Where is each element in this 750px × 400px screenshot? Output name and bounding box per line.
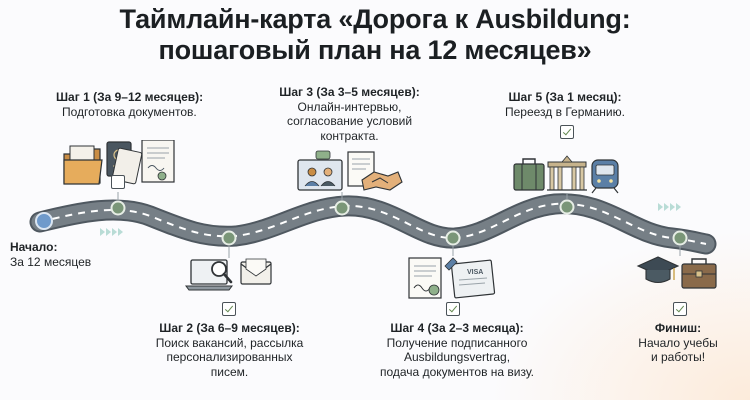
folder-icon: [63, 145, 103, 185]
milestone-step-4: [445, 230, 461, 246]
finish-heading: Финиш:: [654, 321, 702, 335]
train-icon: [591, 159, 619, 194]
step-1-checkbox[interactable]: [111, 175, 125, 189]
title-line-1: Таймлайн-карта «Дорога к Ausbildung:: [119, 4, 631, 34]
step-4-icons: VISA: [408, 257, 496, 299]
step-1-line-1: Подготовка документов.: [62, 104, 197, 119]
milestones: [35, 199, 688, 246]
finish-line-1: Начало учебы: [638, 335, 718, 350]
briefcase-icon: [681, 258, 717, 289]
visa-document-icon: VISA: [444, 257, 496, 299]
start-text: За 12 месяцев: [10, 254, 92, 269]
milestone-step-5: [559, 199, 575, 215]
step-4-heading: Шаг 4 (За 2–3 месяца):: [390, 321, 524, 335]
suitcase-icon: [513, 158, 545, 191]
step-5-heading: Шаг 5 (За 1 месяц):: [508, 90, 622, 104]
video-call-icon: [297, 150, 343, 191]
start-marker: [35, 212, 53, 230]
milestone-step-2: [221, 230, 237, 246]
step-2-line-2: персонализированных: [166, 350, 293, 364]
signed-contract-icon: [408, 257, 442, 299]
step-5-label: Шаг 5 (За 1 месяц): Переезд в Германию.: [490, 90, 640, 119]
step-3-line-3: контракта.: [320, 128, 379, 143]
page-title: Таймлайн-карта «Дорога к Ausbildung: пош…: [0, 4, 750, 66]
step-3-label: Шаг 3 (За 3–5 месяцев): Онлайн-интервью,…: [262, 85, 437, 143]
step-1-label: Шаг 1 (За 9–12 месяцев): Подготовка доку…: [56, 90, 206, 119]
finish-icons: [636, 256, 717, 289]
step-2-line-1: Поиск вакансий, рассылка: [155, 335, 304, 350]
step-2-heading: Шаг 2 (За 6–9 месяцев):: [159, 321, 300, 335]
step-3-icons: [297, 150, 403, 191]
visa-label: VISA: [467, 269, 483, 276]
step-4-label: Шаг 4 (За 2–3 месяца): Получение подписа…: [362, 321, 552, 379]
title-line-2: пошаговый план на 12 месяцев»: [158, 35, 592, 65]
connector-lines: [117, 192, 681, 258]
step-4-line-2: Ausbildungsvertrag,: [403, 350, 511, 364]
graduation-cap-icon: [636, 256, 680, 284]
certificate-icon: [141, 140, 175, 183]
step-4-line-3: подача документов на визу.: [379, 364, 534, 379]
envelope-icon: [240, 258, 272, 285]
step-4-line-1: Получение подписанного: [386, 335, 528, 350]
step-5-icons: [513, 155, 619, 194]
step-1-icons: [63, 140, 175, 185]
step-2-line-3: писем.: [210, 364, 249, 379]
step-2-checkbox[interactable]: [222, 302, 236, 316]
milestone-finish: [672, 230, 688, 246]
start-heading: Начало:: [10, 240, 58, 254]
step-3-line-1: Онлайн-интервью,: [297, 99, 402, 114]
road-center-line: [39, 202, 707, 245]
finish-label: Финиш: Начало учебы и работы!: [628, 321, 728, 365]
step-3-heading: Шаг 3 (За 3–5 месяцев):: [279, 85, 420, 99]
brandenburg-gate-icon: [547, 155, 587, 191]
start-label: Начало: За 12 месяцев: [10, 240, 91, 269]
milestone-step-3: [334, 200, 350, 216]
direction-arrows-left: [100, 228, 123, 236]
step-3-line-2: согласование условий: [286, 114, 413, 128]
milestone-step-1: [110, 200, 126, 216]
direction-arrows-right: [658, 203, 681, 211]
step-4-checkbox[interactable]: [446, 302, 460, 316]
step-2-label: Шаг 2 (За 6–9 месяцев): Поиск вакансий, …: [137, 321, 322, 379]
step-5-checkbox[interactable]: [560, 125, 574, 139]
step-2-icons: [185, 258, 272, 291]
finish-checkbox[interactable]: [673, 302, 687, 316]
handshake-icon: [361, 171, 403, 191]
step-1-heading: Шаг 1 (За 9–12 месяцев):: [56, 90, 204, 104]
step-5-line-1: Переезд в Германию.: [505, 104, 625, 119]
laptop-search-icon: [185, 259, 233, 291]
finish-line-2: и работы!: [650, 350, 706, 364]
